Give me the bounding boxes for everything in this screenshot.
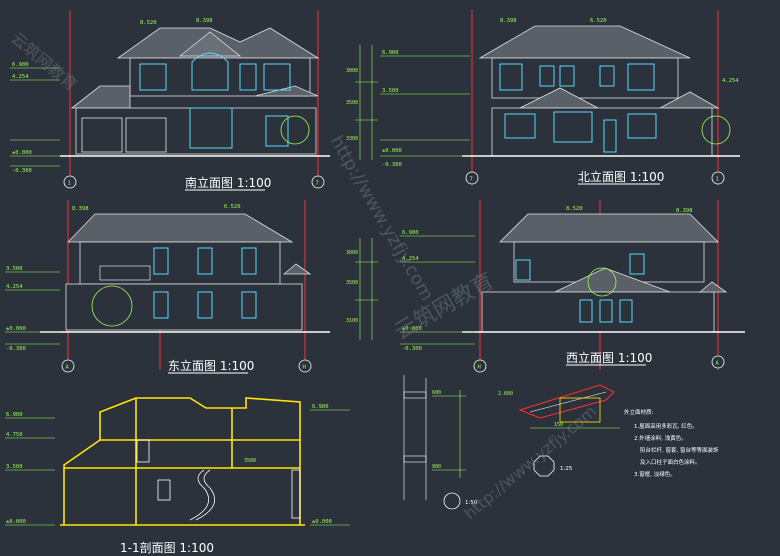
south-axis-left: 1 xyxy=(68,181,71,187)
detail-dim-600: 600 xyxy=(432,390,441,396)
section-level-right-ground: ±0.000 xyxy=(312,519,332,525)
north-level-eave: 6.900 xyxy=(382,50,399,56)
section-level-2: 4.750 xyxy=(6,432,23,438)
detail-scale-b: 1:50 xyxy=(465,500,478,506)
east-west-dims xyxy=(355,238,378,340)
notes-heading: 外立面材质: xyxy=(624,408,654,416)
section-1-1: 6.900 4.750 3.500 ±0.000 6.900 ±0.000 35… xyxy=(5,397,350,555)
section-level-right-top: 6.900 xyxy=(312,404,329,410)
section-dim-3500: 3500 xyxy=(244,458,256,464)
notes-item-5: 3.窗框, 淡绿色。 xyxy=(634,470,676,478)
north-level-ground: ±0.000 xyxy=(382,148,402,154)
south-level-ground: ±0.000 xyxy=(12,150,32,156)
west-level-ground: ±0.000 xyxy=(402,326,422,332)
material-notes: 外立面材质: 1.屋面采用多彩瓦, 红色。 2.外墙涂料, 浅黄色。 阳台栏杆,… xyxy=(624,408,719,478)
detail-dim-900: 900 xyxy=(432,464,441,470)
notes-item-2: 2.外墙涂料, 浅黄色。 xyxy=(634,434,687,442)
west-level-eave: 6.900 xyxy=(402,230,419,236)
west-level-base: -0.300 xyxy=(402,346,422,352)
west-elevation-title: 西立面图 1:100 xyxy=(566,350,652,365)
west-level-top: 8.520 xyxy=(566,206,583,212)
west-elevation: 6.900 4.254 ±0.000 -0.300 8.520 8.398 H … xyxy=(400,200,745,373)
section-level-ground: ±0.000 xyxy=(6,519,26,525)
south-dim-3000: 3000 xyxy=(346,68,358,74)
south-north-dims xyxy=(355,45,378,160)
south-level-eave: 6.900 xyxy=(12,62,29,68)
section-title: 1-1剖面图 1:100 xyxy=(120,541,214,555)
north-level-second: 4.254 xyxy=(722,78,739,84)
west-level-ridge: 8.398 xyxy=(676,208,693,214)
north-axis-right: 1 xyxy=(716,177,719,183)
east-dim-3500: 3500 xyxy=(346,280,358,286)
north-elevation: 6.900 3.500 ±0.000 -0.300 8.398 6.520 4.… xyxy=(380,10,740,185)
detail-scale-a: 1:25 xyxy=(560,466,573,472)
north-level-first: 3.500 xyxy=(382,88,399,94)
west-axis-left: H xyxy=(478,365,481,371)
east-axis-right: H xyxy=(303,365,306,371)
detail-dim-150: 150 xyxy=(554,422,563,428)
south-level-second: 4.254 xyxy=(12,74,29,80)
south-level-top: 8.520 xyxy=(140,20,157,26)
east-level-second: 3.500 xyxy=(6,266,23,272)
detail-eave: 2.600 150 1:25 xyxy=(498,384,620,477)
east-level-ridge: 8.398 xyxy=(72,206,89,212)
north-axis-left: 7 xyxy=(470,177,473,183)
east-level-top: 6.520 xyxy=(224,204,241,210)
south-level-ridge: 8.398 xyxy=(196,18,213,24)
section-level-first: 3.500 xyxy=(6,464,23,470)
south-dim-3500: 3500 xyxy=(346,100,358,106)
section-level-eave: 6.900 xyxy=(6,412,23,418)
east-elevation-title: 东立面图 1:100 xyxy=(168,358,254,373)
east-dim-3100: 3100 xyxy=(346,318,358,324)
notes-item-4: 及入口柱子面白色涂料。 xyxy=(640,458,701,466)
watermark-site-1: http://www.yzfjy.com xyxy=(326,132,438,305)
north-level-ridge: 8.398 xyxy=(500,18,517,24)
detail-wall: 600 900 1:50 xyxy=(403,375,478,510)
south-level-base: -0.300 xyxy=(12,168,32,174)
north-level-top: 6.520 xyxy=(590,18,607,24)
north-elevation-title: 北立面图 1:100 xyxy=(578,169,664,184)
east-axis-left: A xyxy=(66,365,70,371)
east-elevation: 3.500 4.254 ±0.000 -0.300 8.398 6.520 A … xyxy=(5,200,330,374)
west-axis-right: A xyxy=(716,361,720,367)
south-elevation: 6.900 4.254 ±0.000 -0.300 8.520 8.398 1 … xyxy=(10,10,330,191)
notes-item-1: 1.屋面采用多彩瓦, 红色。 xyxy=(634,422,698,430)
watermark-site-2: http://www.yzfjy.com xyxy=(460,402,600,523)
east-level-ground: ±0.000 xyxy=(6,326,26,332)
east-level-base: -0.300 xyxy=(6,346,26,352)
south-elevation-title: 南立面图 1:100 xyxy=(185,175,271,190)
east-level-first: 4.254 xyxy=(6,284,23,290)
notes-item-3: 阳台栏杆, 窗套, 窗台等等面装饰 xyxy=(640,446,719,454)
north-level-base: -0.300 xyxy=(382,162,402,168)
east-dim-3000: 3000 xyxy=(346,250,358,256)
south-axis-right: 7 xyxy=(316,181,319,187)
west-level-second: 4.254 xyxy=(402,256,419,262)
detail-level-2600: 2.600 xyxy=(498,391,513,397)
south-dim-3300: 3300 xyxy=(346,136,358,142)
